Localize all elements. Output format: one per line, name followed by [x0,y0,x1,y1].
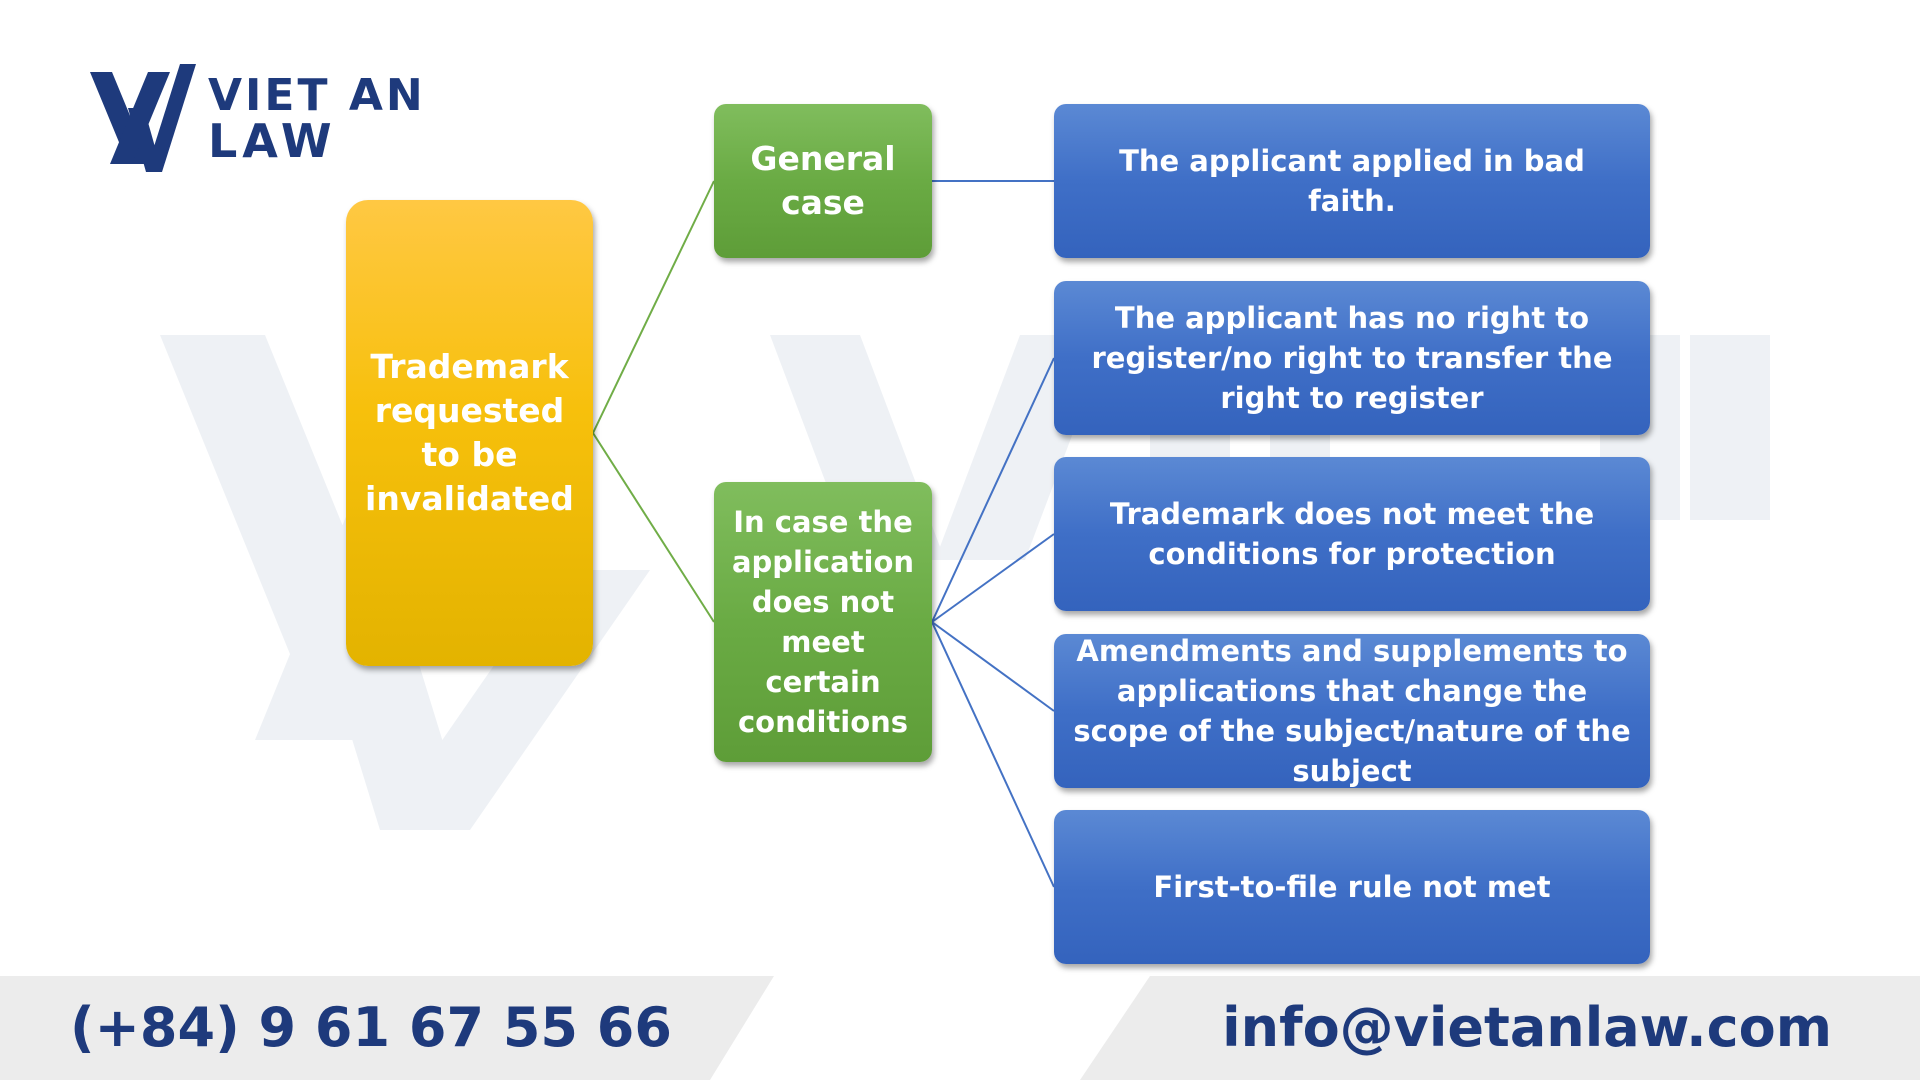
branch-node-unmet-conditions: In case the application does not meet ce… [714,482,932,762]
footer-bar [0,976,1920,1080]
va-monogram-icon [90,64,196,172]
root-node-label: Trademark requested to be invalidated [365,347,574,518]
root-node: Trademark requested to be invalidated [346,200,593,666]
contact-email[interactable]: info@vietanlaw.com [1222,996,1832,1059]
logo-text-line2: LAW [208,114,337,168]
branch-node-general-case: General case [714,104,932,258]
leaf-node-label: Amendments and supplements to applicatio… [1073,634,1631,788]
logo-text-line1: VIET AN [208,70,426,121]
connector-root-incase [592,432,715,623]
leaf-node-first-to-file: First-to-file rule not met [1054,810,1650,964]
connector-incase-leaf-3 [931,621,1055,712]
leaf-node-label: First-to-file rule not met [1153,870,1551,904]
leaf-node-label: The applicant has no right to register/n… [1091,301,1613,415]
connector-root-general [592,180,715,434]
branch-node-label: General case [750,139,896,222]
connector-incase-leaf-1 [931,357,1055,623]
leaf-node-amendments: Amendments and supplements to applicatio… [1054,634,1650,788]
connector-incase-leaf-2 [931,533,1055,623]
leaf-node-no-right: The applicant has no right to register/n… [1054,281,1650,435]
connector-incase-leaf-4 [931,621,1055,888]
leaf-node-label: Trademark does not meet the conditions f… [1109,497,1595,571]
branch-node-label: In case the application does not meet ce… [731,505,915,739]
contact-phone[interactable]: (+84) 9 61 67 55 66 [70,996,672,1059]
brand-logo: VIET AN LAW [88,58,423,178]
leaf-node-protection-conditions: Trademark does not meet the conditions f… [1054,457,1650,611]
leaf-node-label: The applicant applied in bad faith. [1119,144,1585,218]
leaf-node-bad-faith: The applicant applied in bad faith. [1054,104,1650,258]
